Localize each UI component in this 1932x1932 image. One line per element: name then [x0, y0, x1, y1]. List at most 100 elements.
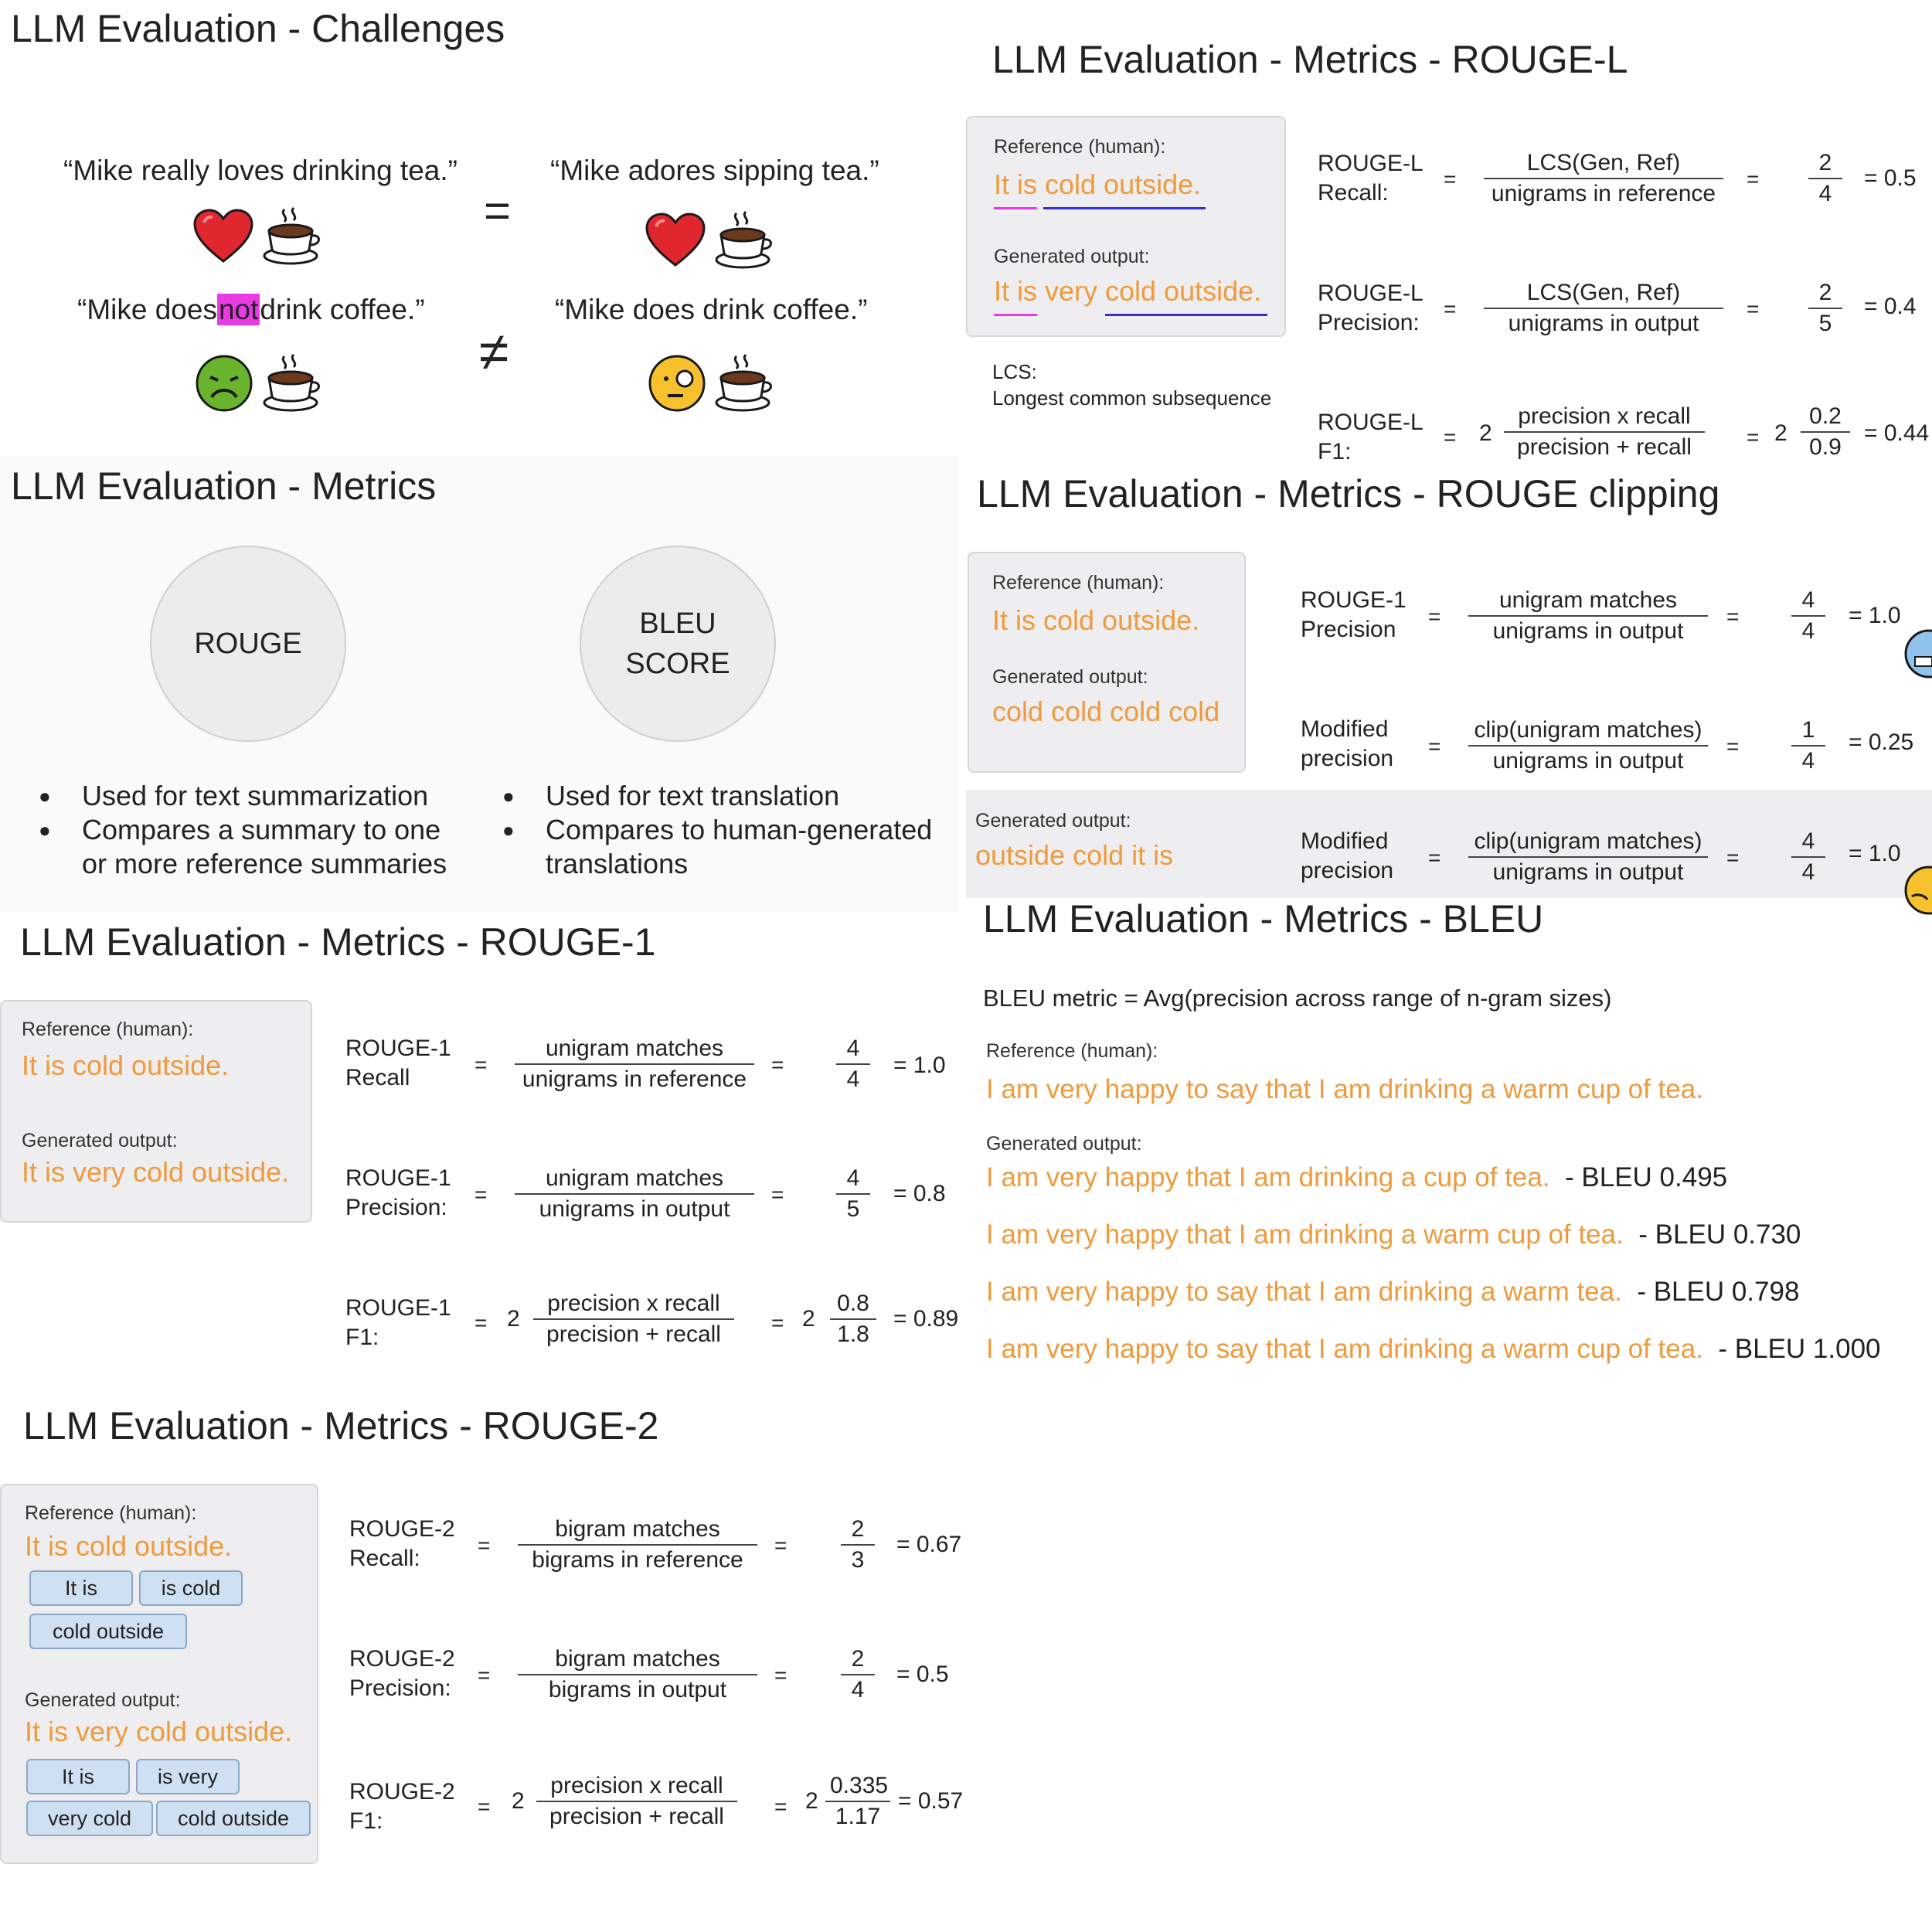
formula-numerator: precision x recall	[536, 1773, 737, 1802]
label-line-2: Recall:	[349, 1546, 420, 1571]
modified-precision-value: 1 4	[1791, 717, 1825, 774]
output-text: I am very happy to say that I am drinkin…	[986, 1277, 1622, 1307]
lcs-description: Longest common subsequence	[992, 386, 1272, 410]
thinking-face-icon	[1901, 866, 1932, 919]
equals: =	[478, 1663, 491, 1687]
rougel-f1-label: ROUGE-L F1:	[1318, 408, 1423, 467]
rouge2-recall-result: = 0.67	[896, 1532, 962, 1557]
rouge1-precision-label: ROUGE-1 Precision	[1301, 586, 1406, 645]
label-line-2: precision	[1301, 746, 1394, 771]
generated-text: It is very cold outside.	[994, 275, 1262, 307]
value-denominator: 4	[1801, 618, 1815, 644]
clip-precision-value: 4 4	[1791, 587, 1825, 645]
equals: =	[774, 1794, 787, 1818]
equals: =	[1444, 167, 1457, 191]
bleu-output-row: I am very happy that I am drinking a cup…	[986, 1162, 1727, 1193]
equals: =	[771, 1311, 784, 1335]
equals: =	[478, 1794, 491, 1818]
rougel-precision-label: ROUGE-L Precision:	[1318, 279, 1423, 338]
lcs-underline-magenta	[994, 314, 1037, 316]
label-line-1: ROUGE-2	[349, 1516, 455, 1542]
rouge2-recall-label: ROUGE-2 Recall:	[349, 1515, 455, 1573]
bleu-bullet-2: Compares to human-generated translations	[502, 813, 951, 881]
sentence-mike-adores-tea: “Mike adores sipping tea.”	[550, 155, 879, 186]
formula-numerator: precision x recall	[1504, 403, 1705, 433]
value-denominator: 5	[846, 1196, 860, 1222]
label-line-2: Precision:	[345, 1195, 447, 1220]
generated-text: outside cold it is	[975, 839, 1174, 871]
rougel-recall-result: = 0.5	[1864, 165, 1917, 191]
generated-label: Generated output:	[994, 246, 1150, 267]
modified-precision-formula: clip(unigram matches) unigrams in output	[1468, 828, 1708, 886]
equals: =	[771, 1053, 784, 1077]
equals: =	[1747, 167, 1760, 191]
bleu-score: - BLEU 0.798	[1637, 1277, 1800, 1307]
formula-denominator: unigrams in reference	[522, 1066, 747, 1092]
rouge1-panel: LLM Evaluation - Metrics - ROUGE-1 Refer…	[0, 920, 966, 1383]
label-line-1: ROUGE-L	[1318, 151, 1423, 176]
modified-precision-label: Modified precision	[1301, 827, 1393, 886]
rouge2-precision-formula: bigram matches bigrams in output	[518, 1646, 757, 1703]
reference-text: It is cold outside.	[22, 1049, 230, 1081]
label-line-1: ROUGE-L	[1318, 410, 1423, 435]
formula-denominator: unigrams in output	[1492, 748, 1684, 774]
bleu-label-1: BLEU	[639, 607, 716, 640]
lcs-underline-blue	[1105, 314, 1267, 316]
equals: =	[1444, 297, 1457, 321]
clipping-example-box: Reference (human): It is cold outside. G…	[968, 552, 1246, 773]
bleu-title: LLM Evaluation - Metrics - BLEU	[983, 897, 1544, 940]
highlighted-not: not	[216, 294, 260, 325]
equals: =	[774, 1533, 787, 1557]
value-numerator: 2	[1808, 280, 1842, 309]
label-line-1: Modified	[1301, 716, 1389, 742]
rouge2-precision-label: ROUGE-2 Precision:	[349, 1645, 455, 1703]
value-denominator: 4	[1801, 859, 1815, 885]
rougel-f1-value: 0.2 0.9	[1801, 403, 1850, 461]
equals: =	[1444, 425, 1457, 449]
bleu-score: - BLEU 0.495	[1565, 1162, 1728, 1192]
label-line-2: precision	[1301, 858, 1394, 883]
equals: =	[478, 1533, 491, 1557]
rouge1-example-box: Reference (human): It is cold outside. G…	[0, 1000, 312, 1223]
reference-label: Reference (human):	[994, 136, 1166, 158]
rouge-circle: ROUGE	[150, 546, 346, 742]
rouge2-title: LLM Evaluation - Metrics - ROUGE-2	[23, 1404, 659, 1447]
sentence-mike-loves-tea: “Mike really loves drinking tea.”	[63, 155, 457, 186]
sentence-part-3: drink coffee.”	[260, 294, 425, 325]
bigram-chip: is very	[136, 1759, 240, 1794]
bigram-chip: It is	[26, 1759, 130, 1794]
hot-beverage-icon	[715, 209, 777, 274]
bleu-output-row: I am very happy to say that I am drinkin…	[986, 1334, 1881, 1365]
rouge1-precision-formula: unigram matches unigrams in output	[515, 1165, 754, 1223]
sentence-mike-does-drink: “Mike does drink coffee.”	[555, 294, 868, 325]
rouge2-panel: LLM Evaluation - Metrics - ROUGE-2 Refer…	[0, 1399, 974, 1864]
rouge1-recall-value: 4 4	[836, 1036, 870, 1093]
value-numerator: 4	[1791, 828, 1825, 858]
formula-numerator: unigram matches	[1468, 587, 1708, 617]
rouge2-precision-result: = 0.5	[896, 1662, 949, 1687]
bleu-panel: LLM Evaluation - Metrics - BLEU BLEU met…	[966, 896, 1932, 1391]
bleu-circle: BLEU SCORE	[580, 546, 776, 742]
value-numerator: 4	[1791, 587, 1825, 617]
rougel-example-box: Reference (human): It is cold outside. G…	[966, 116, 1286, 337]
hot-beverage-icon	[715, 352, 777, 417]
heart-icon	[193, 209, 253, 268]
lcs-underline-magenta	[994, 207, 1037, 209]
lcs-label: LCS:	[992, 360, 1037, 383]
rouge2-f1-formula: precision x recall precision + recall	[536, 1773, 737, 1830]
rougel-precision-value: 2 5	[1808, 280, 1842, 337]
equals: =	[1428, 845, 1441, 869]
value-denominator: 4	[1801, 748, 1815, 774]
label-line-2: Precision:	[1318, 310, 1420, 335]
label-line-2: Recall:	[1318, 180, 1389, 206]
value-numerator: 2	[841, 1646, 875, 1675]
formula-denominator: unigrams in reference	[1491, 181, 1716, 206]
rouge2-f1-value: 0.335 1.17	[825, 1773, 890, 1830]
generated-label: Generated output:	[986, 1133, 1142, 1155]
generated-label: Generated output:	[992, 666, 1148, 688]
generated-text: cold cold cold cold	[992, 696, 1220, 727]
formula-numerator: clip(unigram matches)	[1468, 717, 1708, 747]
modified-precision-value: 4 4	[1791, 828, 1825, 886]
coefficient-two: 2	[805, 1788, 818, 1814]
formula-denominator: precision + recall	[546, 1321, 721, 1347]
